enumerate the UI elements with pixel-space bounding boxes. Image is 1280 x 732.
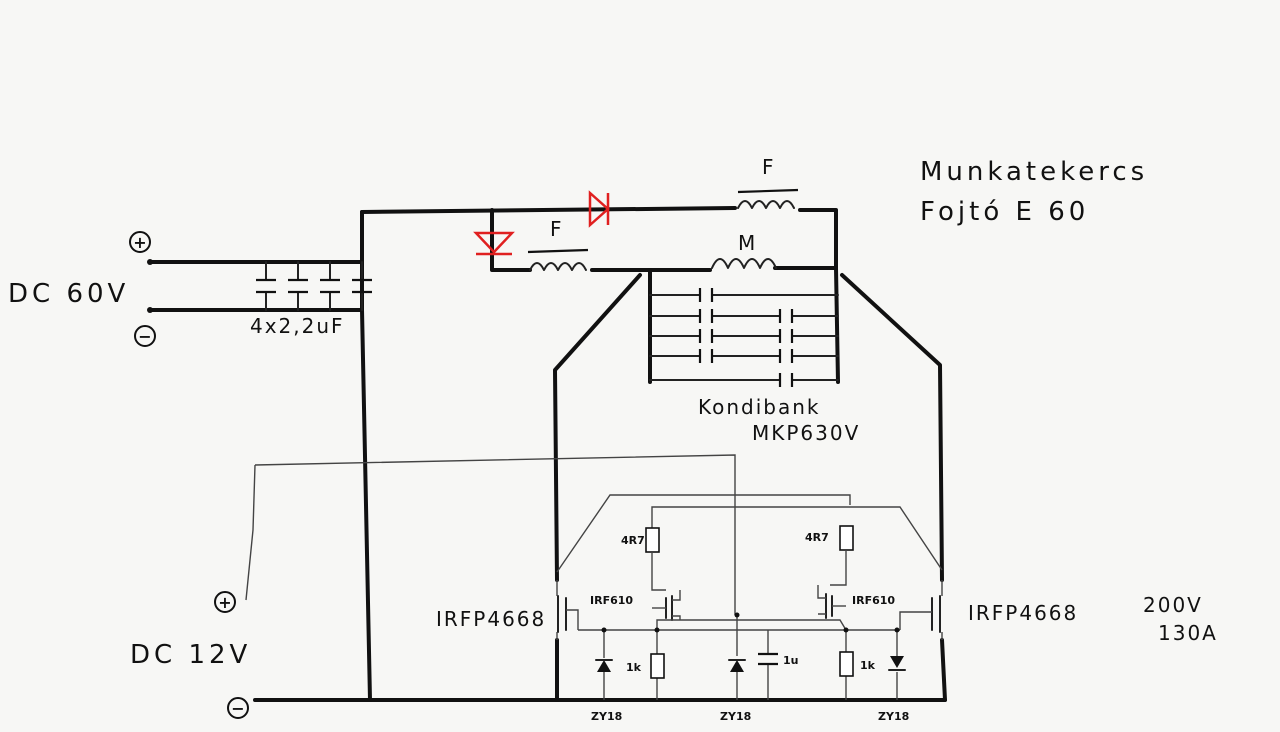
wire-main-left-rail (360, 210, 372, 702)
irf610-right-label: IRF610 (852, 594, 895, 607)
dc-60v-label: DC 60V (8, 279, 129, 309)
choke-middle: F (527, 217, 589, 271)
wire-bank-right-bus (834, 266, 840, 384)
wire-4r7-right-out (830, 550, 847, 586)
resistor-1k-right (839, 630, 854, 700)
work-coil: M (711, 231, 777, 269)
power-wiring (148, 206, 947, 702)
zener-middle-label: ZY18 (720, 710, 751, 723)
terminal-60v-positive: + (129, 231, 153, 265)
irfp4668-right-label: IRFP4668 (968, 601, 1078, 625)
terminal-60v-negative: − (134, 307, 156, 347)
resistor-4r7-left (645, 527, 660, 553)
wire-left-diagonal (553, 273, 642, 582)
choke-top-label: F (762, 155, 776, 179)
diode-red-horizontal (588, 190, 610, 228)
dc-12v-label: DC 12V (130, 640, 251, 670)
supply-12v-wiring (245, 454, 736, 615)
terminal-12v-positive: + (214, 591, 236, 613)
mosfet-irfp4668-left (556, 580, 579, 640)
wire-right-diagonal (840, 273, 944, 582)
zener-right-label: ZY18 (878, 710, 909, 723)
zener-left-label: ZY18 (591, 710, 622, 723)
zener-middle (728, 615, 746, 700)
wire-diode-drop (490, 208, 532, 272)
choke-top: F (737, 155, 799, 209)
irfp4668-left-label: IRFP4668 (436, 607, 546, 631)
terminal-60v-minus-sign: − (138, 327, 151, 346)
wire-12v-supply (254, 454, 736, 615)
wire-top-right (798, 208, 838, 270)
resistor-4r7-left-label: 4R7 (621, 534, 645, 547)
kondibank-label: Kondibank (698, 395, 821, 419)
resistor-4r7-right (839, 525, 854, 551)
rating-voltage: 200V (1143, 593, 1203, 617)
title-munkatekercs: Munkatekercs (920, 157, 1148, 187)
terminal-12v-plus-sign: + (218, 593, 231, 612)
capacitor-1u-label: 1u (783, 654, 799, 667)
input-cap-2 (288, 261, 308, 311)
diode-red-vertical (473, 231, 515, 256)
input-cap-3 (320, 261, 340, 311)
input-cap-4 (352, 261, 372, 311)
mkp-label: MKP630V (752, 421, 860, 445)
mosfet-irfp4668-right (899, 580, 943, 640)
resistor-1k-right-label: 1k (860, 659, 876, 672)
input-cap-1 (256, 261, 276, 311)
resistor-1k-left-label: 1k (626, 661, 642, 674)
wire-4r7-left-out (651, 552, 666, 591)
terminal-60v-plus-sign: + (133, 233, 146, 252)
wire-top-rail (360, 206, 737, 214)
resistor-1k-left (650, 630, 665, 700)
junction-dots (601, 612, 900, 633)
mosfet-irf610-left (652, 590, 681, 621)
wire-cross-right (651, 506, 943, 571)
wire-gate-common (656, 619, 847, 631)
zener-right (888, 630, 906, 700)
mosfet-irf610-right (817, 585, 846, 619)
title-fojto: Fojtó E 60 (920, 197, 1089, 227)
wire-12v-down (245, 464, 256, 601)
work-coil-label: M (738, 231, 757, 255)
rating-current: 130A (1158, 621, 1218, 645)
capacitor-bank: Kondibank MKP630V (649, 288, 860, 445)
irf610-left-label: IRF610 (590, 594, 633, 607)
choke-middle-label: F (550, 217, 564, 241)
terminal-12v-negative: − (227, 697, 249, 719)
capacitor-1u (758, 630, 778, 700)
input-capacitors: 4x2,2uF (250, 261, 372, 338)
wire-right-source (940, 638, 947, 702)
wire-cross-left (556, 494, 851, 573)
input-cap-label: 4x2,2uF (250, 314, 345, 338)
resistor-4r7-right-label: 4R7 (805, 531, 829, 544)
gate-drive-network: 4R7 4R7 IRF610 IRF610 (556, 494, 943, 631)
terminal-12v-minus-sign: − (231, 699, 244, 718)
zener-left (595, 630, 613, 700)
